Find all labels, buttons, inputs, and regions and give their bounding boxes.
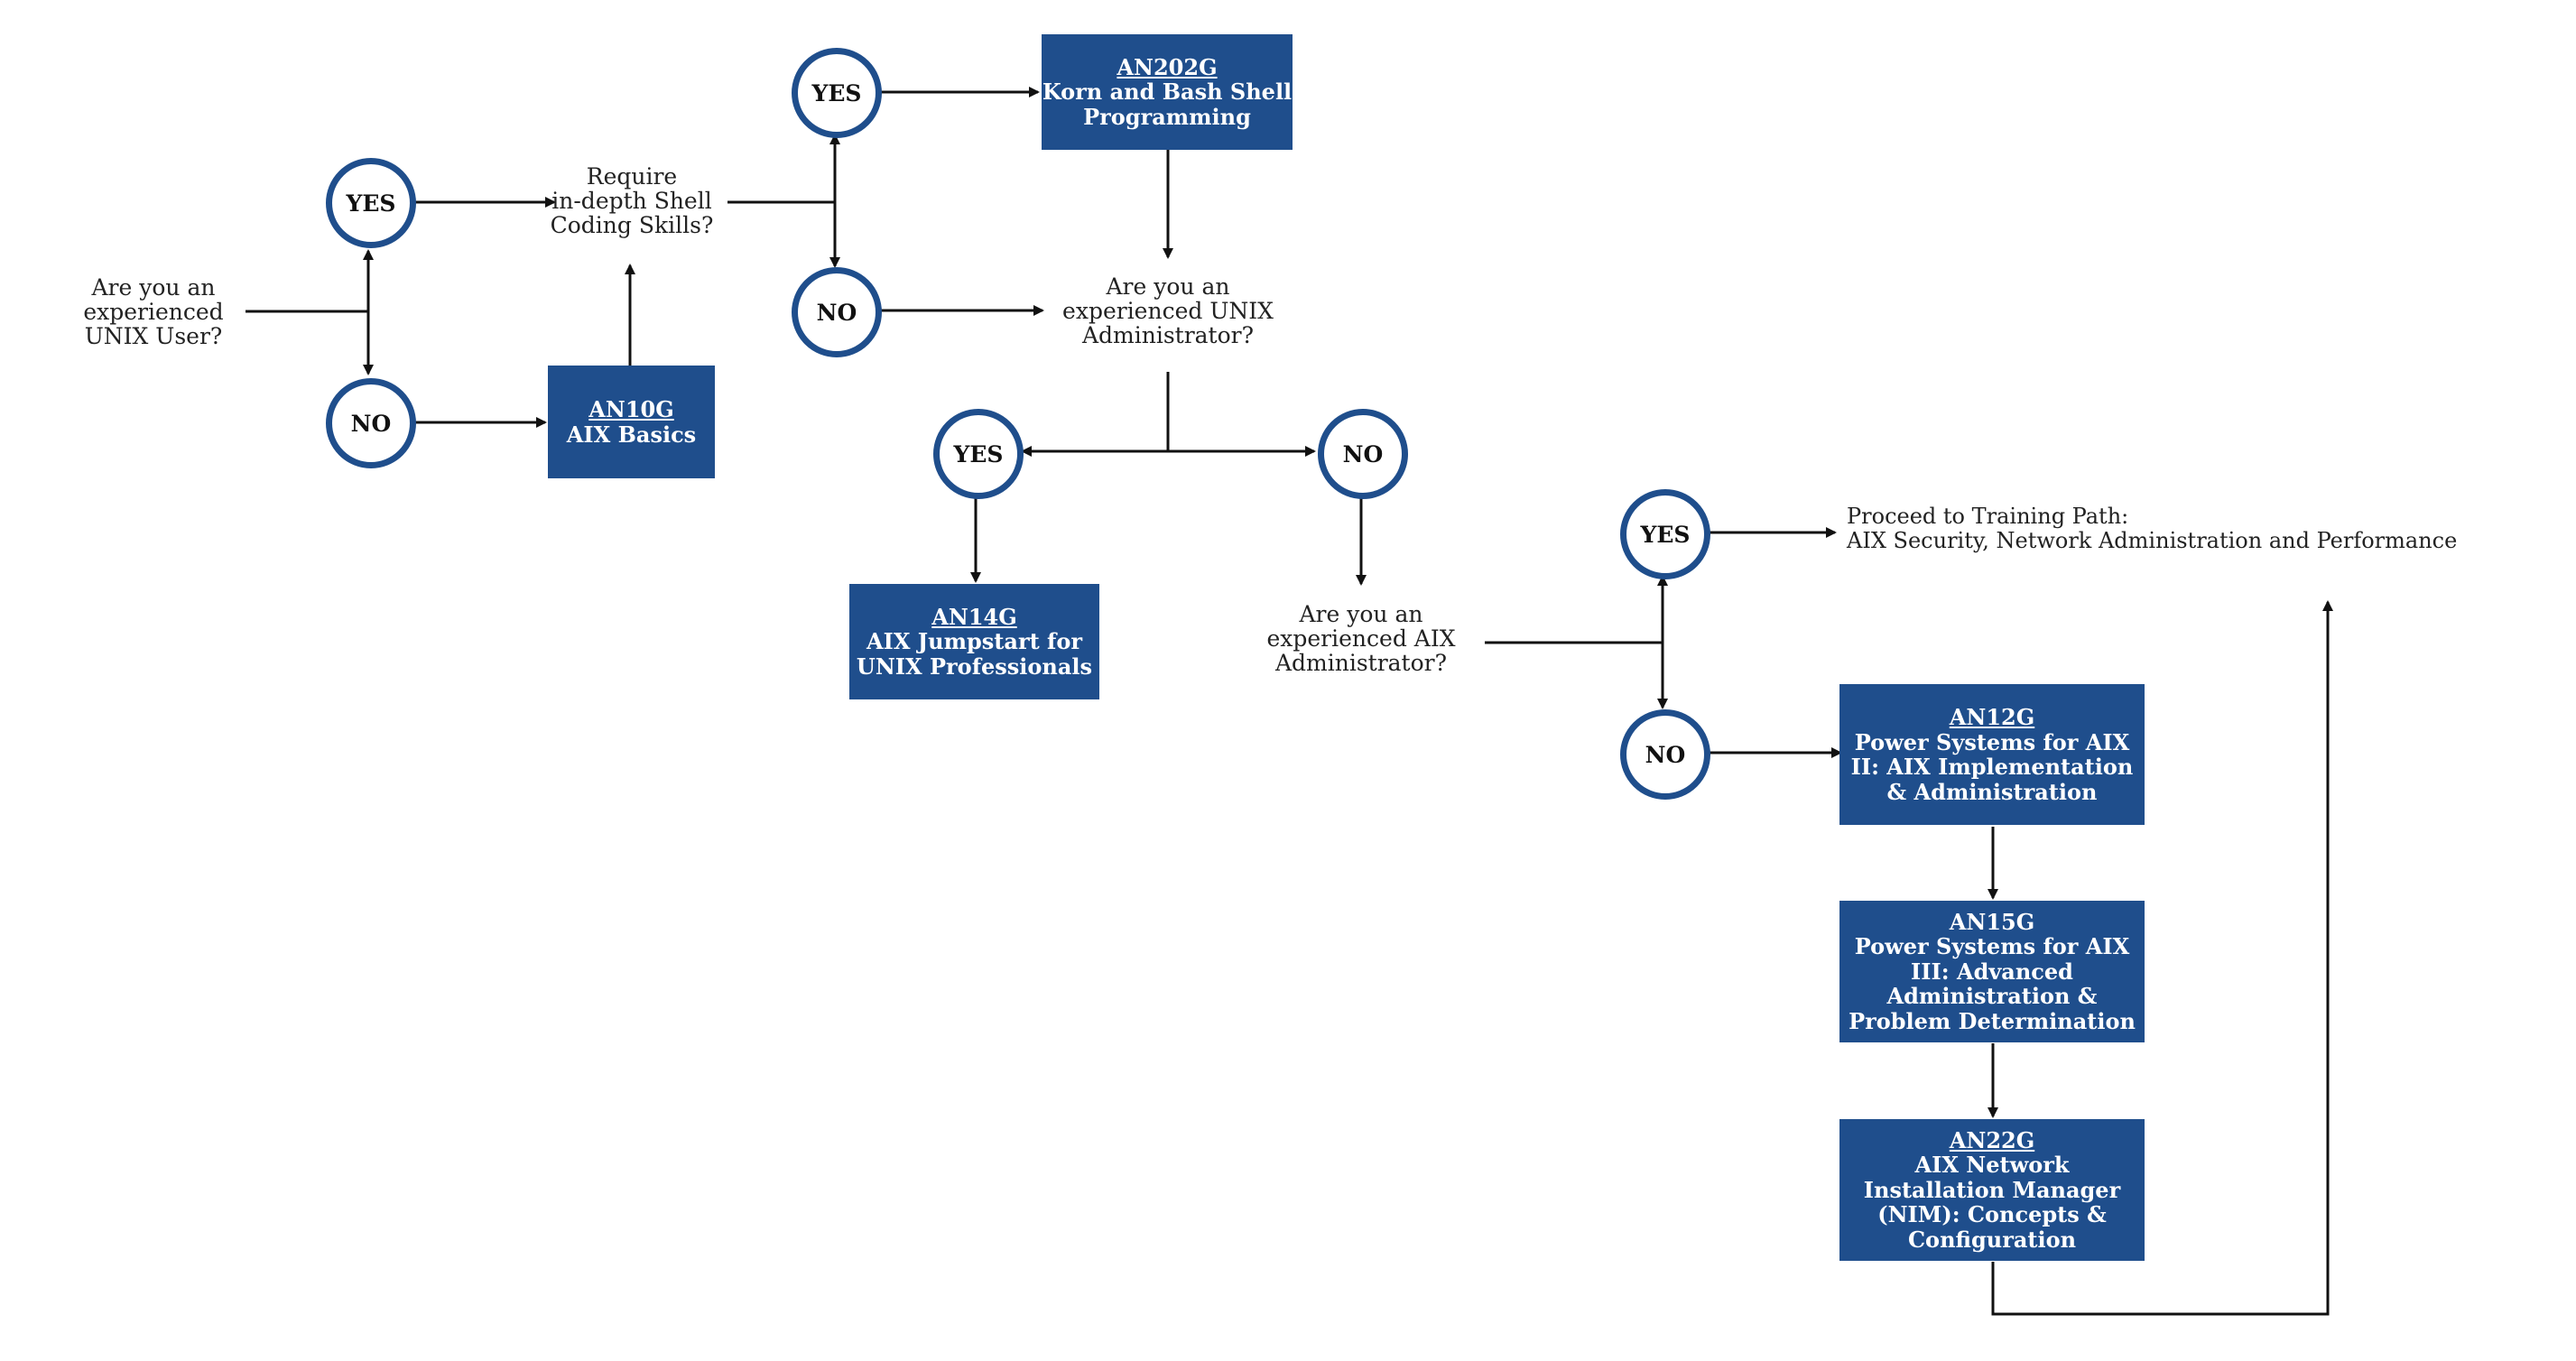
course-an202g: AN202G Korn and Bash Shell Programming xyxy=(1042,34,1293,150)
no-circle-aix-admin: NO xyxy=(1620,709,1710,800)
yes-circle-aix-admin: YES xyxy=(1620,489,1710,579)
question-aix-admin: Are you an experienced AIX Administrator… xyxy=(1266,601,1456,676)
yes-circle-unix-admin: YES xyxy=(933,409,1024,499)
proceed-training-path: Proceed to Training Path: AIX Security, … xyxy=(1847,504,2458,553)
course-an22g: AN22G AIX Network Installation Manager (… xyxy=(1839,1119,2145,1261)
course-an15g: AN15G Power Systems for AIX III: Advance… xyxy=(1839,901,2145,1042)
question-unix-admin: Are you an experienced UNIX Administrato… xyxy=(1062,273,1274,348)
yes-circle-unix-user: YES xyxy=(326,158,416,248)
no-circle-shell-skills: NO xyxy=(792,267,882,357)
question-unix-user: Are you an experienced UNIX User? xyxy=(83,274,224,349)
course-an12g: AN12G Power Systems for AIX II: AIX Impl… xyxy=(1839,684,2145,825)
course-an14g: AN14G AIX Jumpstart for UNIX Professiona… xyxy=(849,584,1099,699)
no-circle-unix-admin: NO xyxy=(1318,409,1408,499)
question-shell-skills: Require in-depth Shell Coding Skills? xyxy=(550,163,714,238)
no-circle-unix-user: NO xyxy=(326,378,416,468)
course-an10g: AN10G AIX Basics xyxy=(548,366,715,478)
yes-circle-shell-skills: YES xyxy=(792,48,882,138)
